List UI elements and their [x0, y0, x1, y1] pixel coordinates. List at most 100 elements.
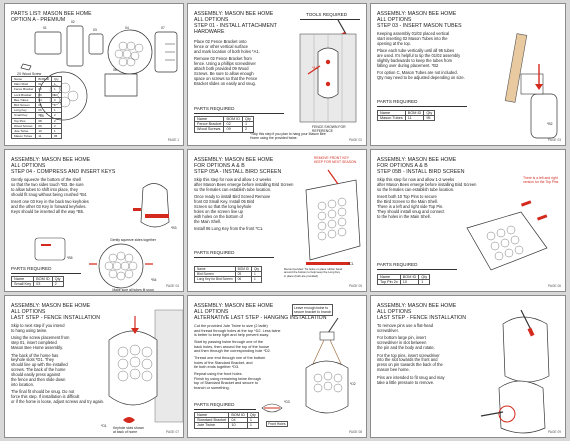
text-line: Place 02 Fence Bracket onto — [194, 39, 247, 44]
text-line: Install 06 Long Key from the front *C1. — [194, 226, 264, 232]
panel-title: ASSEMBLY: MASON BEE HOME ALL OPTIONS STE… — [11, 157, 115, 175]
note-line: Leave enough twine to — [294, 306, 329, 310]
panel-title: ASSEMBLY: MASON BEE HOME ALL OPTIONS Las… — [377, 303, 466, 321]
title-line: ASSEMBLY: MASON BEE HOME — [377, 11, 457, 17]
panel-title: ASSEMBLY: MASON BEE HOME ALL OPTIONS Las… — [11, 303, 100, 321]
table-cell: 11 — [404, 115, 425, 122]
text-line: holes on the screen line up — [194, 208, 243, 214]
pin-removal-illustration — [480, 309, 550, 434]
text-line: the fence and then slide down — [11, 377, 66, 383]
text-line: Screen so that the long keyhole — [194, 204, 252, 210]
divider — [194, 257, 274, 258]
text-line: and then through the corresponding hole … — [194, 349, 271, 353]
table-cell: Fence Bracket — [193, 121, 225, 128]
table-cell: Standard Bracket — [193, 417, 230, 424]
callout: 03 — [93, 28, 97, 32]
title-line: ALL OPTIONS — [11, 163, 46, 169]
text-line: to hang using twine. — [11, 327, 48, 333]
panel-title: ASSEMBLY: MASON BEE HOME ALL OPTIONS Alt… — [194, 303, 327, 321]
text-line: the Bird Screen to the Main Shell. — [377, 199, 438, 205]
title-line: ALL OPTIONS — [377, 17, 412, 23]
note-line: version for the Top Pins — [523, 180, 559, 184]
text-line: into the slot towards the front and — [377, 357, 438, 363]
text-line: Cut the provided Jute Twine to size (2 l… — [194, 324, 268, 328]
text-line: Keeping assembly 01/02 placed vertical — [377, 31, 450, 36]
text-line: press on pin towards the back of the — [377, 362, 443, 368]
parts-required-label: PARTS REQUIRED — [194, 250, 235, 255]
divider — [300, 19, 360, 20]
text-line: with holes on the bottom of — [194, 213, 243, 219]
callout: 01 — [43, 26, 47, 30]
table-cell: Jute Twine — [193, 422, 230, 429]
page-number: PAGE 02 — [348, 138, 362, 142]
table-cell: 1 — [418, 279, 431, 286]
text-line: Skip this step for now and allow 1-2 wee… — [194, 177, 272, 182]
table-cell: 95 — [423, 115, 436, 122]
title-line: PARTS LIST: MASON BEE HOME — [11, 11, 92, 17]
text-line: to the holes in the Main Shell. — [377, 213, 431, 219]
note-line: *Skip this step if you plan to hang your… — [250, 132, 326, 136]
panel-step-01: ASSEMBLY: MASON BEE HOME ALL OPTIONS STE… — [187, 3, 367, 146]
text-line: Insert one 03 Key in the back two keyhol… — [11, 199, 89, 205]
table-cell: 09 — [223, 126, 243, 133]
marker: *C1 — [348, 262, 354, 266]
panel-pin-removal: ASSEMBLY: MASON BEE HOME ALL OPTIONS Las… — [370, 295, 566, 438]
text-line: attach both provided 09 Wood — [194, 66, 249, 72]
title-line: Alternative Last Step - Hanging Installa… — [194, 315, 327, 321]
text-line: slightly backwards to keep the tubes fro… — [377, 58, 453, 64]
keys-illustration — [34, 183, 170, 289]
marker: *B3 — [171, 226, 177, 230]
table-cell: 06 — [234, 276, 252, 283]
title-line: Last Step - Fence Installation — [11, 315, 101, 321]
text-line: top of Standard Bracket and secure to — [194, 381, 258, 385]
callout: 07 — [161, 26, 165, 30]
title-line: Last Step - Fence Installation — [377, 315, 467, 321]
text-line: keyhole slots *D1. They — [11, 357, 54, 363]
table-header-cell: BOM ID — [404, 109, 425, 117]
recommend-note: Recommended: Tie twine or place rubber b… — [284, 267, 364, 278]
text-line: Gently squeeze the bottom of the shell — [11, 177, 81, 182]
text-line: mason bee home. — [377, 367, 410, 373]
table-cell: 1 — [246, 422, 259, 429]
text-line: or if the home is loose, adjust screws a… — [11, 399, 105, 405]
table-cell: 10 — [228, 422, 248, 429]
loop-note: Leave enough twine to secure bracket to … — [292, 304, 334, 316]
note-line: Home using the provided twine. — [250, 136, 298, 140]
fence-bracket-illustration — [299, 19, 357, 123]
text-line: For the top pins, insert screwdriver — [377, 352, 440, 358]
note-line: at back of home — [113, 430, 138, 434]
text-line: Insert both 10 Top Pins to secure — [377, 194, 437, 200]
table-cell: 03 — [33, 281, 53, 288]
marker: *D2 — [350, 382, 356, 386]
panel-title: PARTS LIST: MASON BEE HOME OPTION A - PR… — [11, 11, 92, 23]
title-line: ASSEMBLY: MASON BEE HOME — [11, 157, 91, 163]
table-header-cell: BOM ID — [223, 115, 243, 123]
hanging-illustration — [261, 317, 349, 414]
title-line: ASSEMBLY: MASON BEE HOME — [194, 303, 274, 309]
title-line: ASSEMBLY: MASON BEE HOME — [377, 157, 457, 163]
text-line: screws. The back of the home — [11, 367, 66, 373]
text-line: is better to keep tight and help prevent… — [194, 333, 270, 337]
text-line: Thread one end through one of the bottom — [194, 356, 266, 360]
text-line: take a little pressure to remove. — [377, 379, 435, 385]
front-holes-label: Front Holes — [266, 421, 288, 427]
instruction-text: Skip this step for now and allow 1-2 wee… — [377, 177, 517, 220]
note-line: Recommended: Tie twine or place rubber b… — [284, 267, 343, 271]
page-number: PAGE 09 — [547, 430, 561, 434]
note-line: in place (both are provided) — [284, 273, 319, 278]
text-line: after Mason Bees emerge before installin… — [377, 181, 477, 187]
text-line: and the other 03 Key in forward keyholes… — [11, 204, 87, 210]
table-cell: 2 — [242, 126, 254, 133]
skip-note: *Skip this step if you plan to hang your… — [250, 132, 360, 140]
text-line: into location. — [11, 381, 34, 387]
marker: *B2 — [547, 122, 553, 126]
